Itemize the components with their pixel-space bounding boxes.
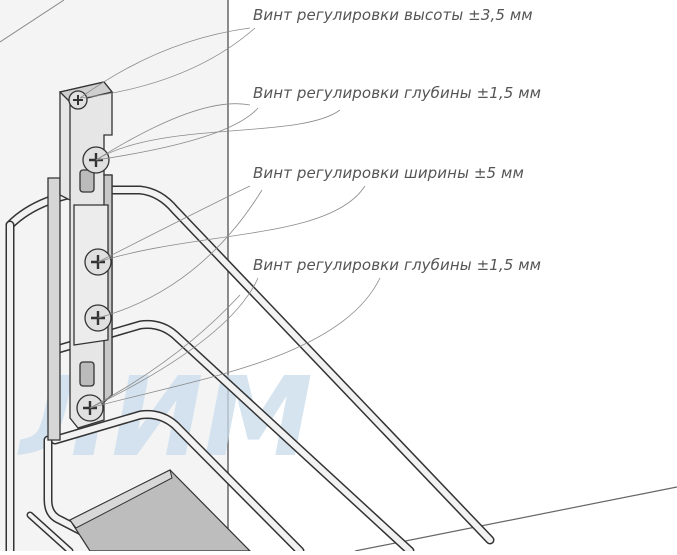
callout-depth-screw-upper: Винт регулировки глубины ±1,5 мм — [253, 84, 542, 102]
wire-basket — [5, 185, 495, 555]
leader-height-b — [79, 27, 256, 99]
leader-lines — [79, 27, 381, 409]
leader-height — [79, 27, 251, 99]
callout-width-screw: Винт регулировки ширины ±5 мм — [253, 164, 524, 182]
shelf-plate-edge — [69, 469, 173, 529]
callout-height-screw: Винт регулировки высоты ±3,5 мм — [253, 6, 533, 24]
screw-height-icon — [68, 90, 88, 110]
callout-depth-screw-lower: Винт регулировки глубины ±1,5 мм — [253, 256, 542, 274]
floor-line — [354, 486, 677, 552]
wall-top-diagonal — [0, 0, 65, 43]
